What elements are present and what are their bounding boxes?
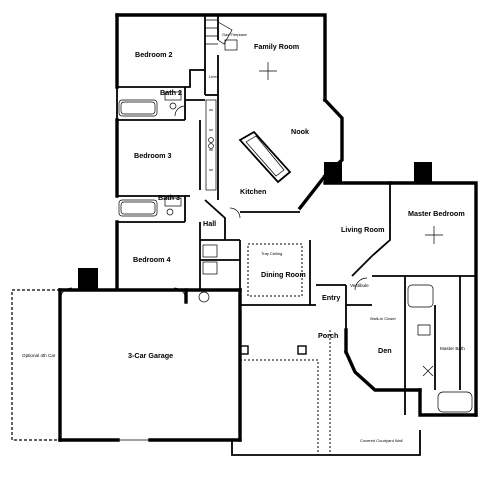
label-bedroom4: Bedroom 4 (133, 255, 171, 264)
label-dining-room: Dining Room (261, 270, 306, 279)
label-entry: Entry (322, 293, 340, 302)
label-master-bath: Master Bath (440, 346, 465, 351)
label-porch: Porch (318, 331, 338, 340)
label-tray-ceiling-dining: Tray Ceiling (261, 251, 282, 256)
label-family-room: Family Room (254, 42, 299, 51)
label-bath3: Bath 3 (158, 193, 180, 202)
label-den: Den (378, 346, 392, 355)
chimney-left (78, 268, 98, 290)
label-bedroom2: Bedroom 2 (135, 50, 173, 59)
label-living-room: Living Room (341, 225, 385, 234)
chimney-master (414, 162, 432, 182)
label-master-bedroom: Master Bedroom (408, 209, 465, 218)
label-vestibule: Vestibule (350, 283, 369, 288)
label-garage: 3-Car Garage (128, 351, 173, 360)
label-walk-in-closet: Walk-in Closet (370, 316, 397, 321)
label-optional-4th-car: Optional 4th Car (22, 353, 56, 358)
label-linen: Linen (209, 74, 219, 79)
label-covered-courtyard: Covered Courtyard Wall (360, 438, 403, 443)
garage-post (239, 345, 249, 355)
porch-post (297, 345, 307, 355)
label-kitchen: Kitchen (240, 187, 266, 196)
label-nook: Nook (291, 127, 309, 136)
label-fireplace: Gas Fireplace (222, 32, 248, 37)
interior-walls (116, 15, 476, 415)
chimney-nook (324, 162, 342, 182)
optional-4th-car-outline (11, 289, 60, 441)
fixtures (59, 19, 473, 456)
label-hall: Hall (203, 219, 216, 228)
label-bedroom3: Bedroom 3 (134, 151, 172, 160)
label-bath2: Bath 2 (160, 88, 182, 97)
